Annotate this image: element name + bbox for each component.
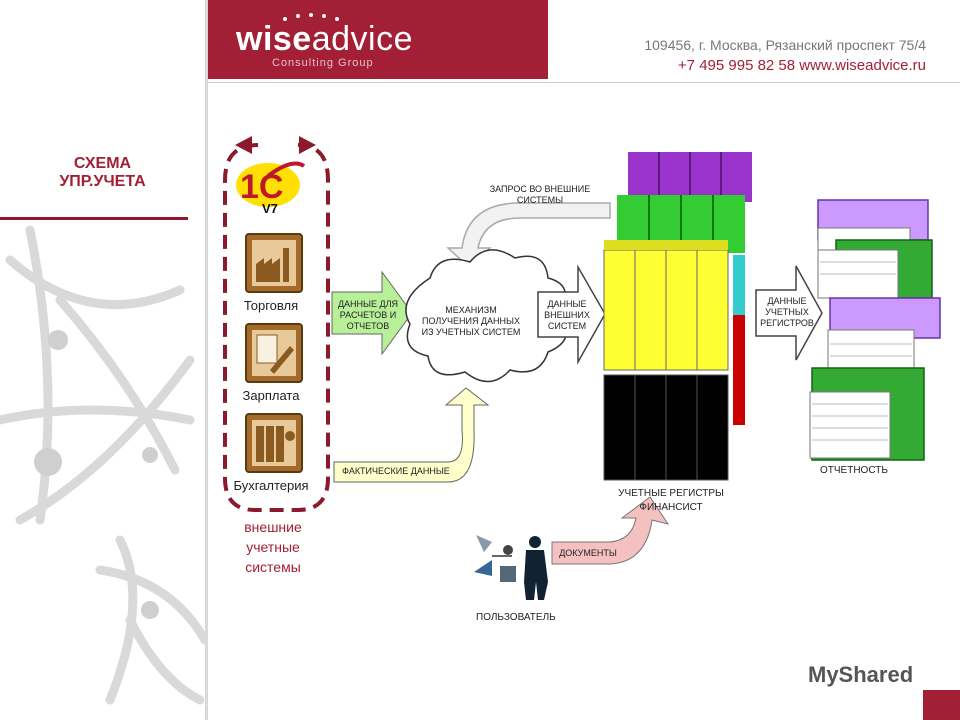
factory-icon bbox=[245, 233, 303, 293]
mechanism-label: МЕХАНИЗМ ПОЛУЧЕНИЯ ДАННЫХ ИЗ УЧЕТНЫХ СИС… bbox=[410, 305, 532, 338]
logo-dot-icon bbox=[322, 14, 326, 18]
external-systems-caption: внешние учетные системы bbox=[225, 517, 321, 577]
source-label-trade: Торговля bbox=[243, 298, 299, 313]
label-line: ЗАПРОС ВО ВНЕШНИЕ bbox=[489, 184, 591, 194]
data-for-calc-label: ДАННЫЕ ДЛЯ РАСЧЕТОВ И ОТЧЕТОВ bbox=[332, 299, 404, 332]
company-address: 109456, г. Москва, Рязанский проспект 75… bbox=[644, 37, 926, 53]
caption-line: учетные bbox=[246, 539, 300, 555]
logo-1c-icon: 1C bbox=[236, 161, 306, 207]
logo-wise: wise bbox=[236, 20, 312, 58]
logo-dot-icon bbox=[283, 17, 287, 21]
label-line: ОТЧЕТОВ bbox=[346, 321, 390, 331]
caption-line: системы bbox=[245, 559, 301, 575]
mechanism-cloud bbox=[405, 249, 568, 383]
documents-label: ДОКУМЕНТЫ bbox=[559, 548, 617, 558]
sources-bracket bbox=[223, 143, 330, 512]
external-data-label: ДАННЫЕ ВНЕШНИХ СИСТЕМ bbox=[536, 299, 598, 332]
label-line: ИЗ УЧЕТНЫХ СИСТЕМ bbox=[421, 327, 521, 337]
header-rule bbox=[208, 82, 960, 83]
user-label: ПОЛЬЗОВАТЕЛЬ bbox=[476, 612, 556, 623]
label-line: ДАННЫЕ bbox=[547, 299, 587, 309]
data-for-calc-arrow bbox=[331, 270, 413, 356]
documents-icon bbox=[245, 323, 303, 383]
logo-box bbox=[208, 0, 548, 79]
globe-decoration-icon bbox=[0, 225, 205, 705]
request-label: ЗАПРОС ВО ВНЕШНИЕ СИСТЕМЫ bbox=[480, 184, 600, 206]
reports-label: ОТЧЕТНОСТЬ bbox=[820, 465, 888, 476]
logo-text: wiseadvice bbox=[236, 20, 413, 59]
binders-icon bbox=[245, 413, 303, 473]
logo-dot-icon bbox=[296, 14, 300, 18]
logo-1c-version: V7 bbox=[262, 201, 278, 216]
caption-line: внешние bbox=[244, 519, 302, 535]
footer-corner bbox=[923, 690, 960, 720]
user-figure-icon bbox=[474, 535, 548, 600]
source-label-accounting: Бухгалтерия bbox=[233, 478, 309, 493]
label-line: ДАННЫЕ bbox=[767, 296, 807, 306]
registers-cube bbox=[603, 152, 752, 481]
request-arrow bbox=[446, 202, 611, 270]
bracket-arrow-left-icon bbox=[235, 136, 252, 154]
watermark-logo: MyShared bbox=[808, 662, 914, 687]
label-line: СИСТЕМ bbox=[547, 321, 587, 331]
actual-data-arrow bbox=[333, 387, 490, 483]
register-data-arrow bbox=[755, 265, 823, 361]
logo-dot-icon bbox=[309, 13, 313, 17]
logo-dot-icon bbox=[335, 17, 339, 21]
label-line: УЧЕТНЫЕ РЕГИСТРЫ bbox=[618, 488, 724, 499]
external-data-arrow bbox=[537, 264, 606, 365]
reports-cubes bbox=[809, 199, 941, 461]
bracket-arrow-right-icon bbox=[299, 136, 316, 154]
label-line: ДАННЫЕ ДЛЯ bbox=[337, 299, 399, 309]
registers-label: УЧЕТНЫЕ РЕГИСТРЫ ФИНАНСИСТ bbox=[612, 487, 730, 515]
left-panel bbox=[0, 0, 205, 720]
register-data-label: ДАННЫЕ УЧЕТНЫХ РЕГИСТРОВ bbox=[754, 296, 820, 329]
page-title-line: СХЕМА bbox=[73, 155, 132, 172]
page-title-line: УПР.УЧЕТА bbox=[59, 173, 146, 190]
page-title: СХЕМА УПР.УЧЕТА bbox=[20, 155, 185, 191]
label-line: ВНЕШНИХ bbox=[544, 310, 590, 320]
title-underline bbox=[0, 217, 188, 220]
company-contact: +7 495 995 82 58 www.wiseadvice.ru bbox=[677, 57, 926, 74]
logo-advice: advice bbox=[311, 20, 413, 58]
left-divider bbox=[205, 0, 208, 720]
documents-arrow bbox=[551, 496, 670, 565]
label-line: УЧЕТНЫХ bbox=[765, 307, 809, 317]
svg-text:1C: 1C bbox=[240, 168, 283, 206]
label-line: РЕГИСТРОВ bbox=[760, 318, 814, 328]
source-label-salary: Зарплата bbox=[242, 388, 300, 403]
logo-subtitle: Consulting Group bbox=[272, 57, 374, 69]
label-line: РАСЧЕТОВ И bbox=[339, 310, 397, 320]
label-line: ФИНАНСИСТ bbox=[639, 502, 703, 513]
label-line: СИСТЕМЫ bbox=[516, 195, 564, 205]
label-line: ПОЛУЧЕНИЯ ДАННЫХ bbox=[421, 316, 521, 326]
actual-data-label: ФАКТИЧЕСКИЕ ДАННЫЕ bbox=[342, 466, 450, 476]
label-line: МЕХАНИЗМ bbox=[445, 305, 497, 315]
